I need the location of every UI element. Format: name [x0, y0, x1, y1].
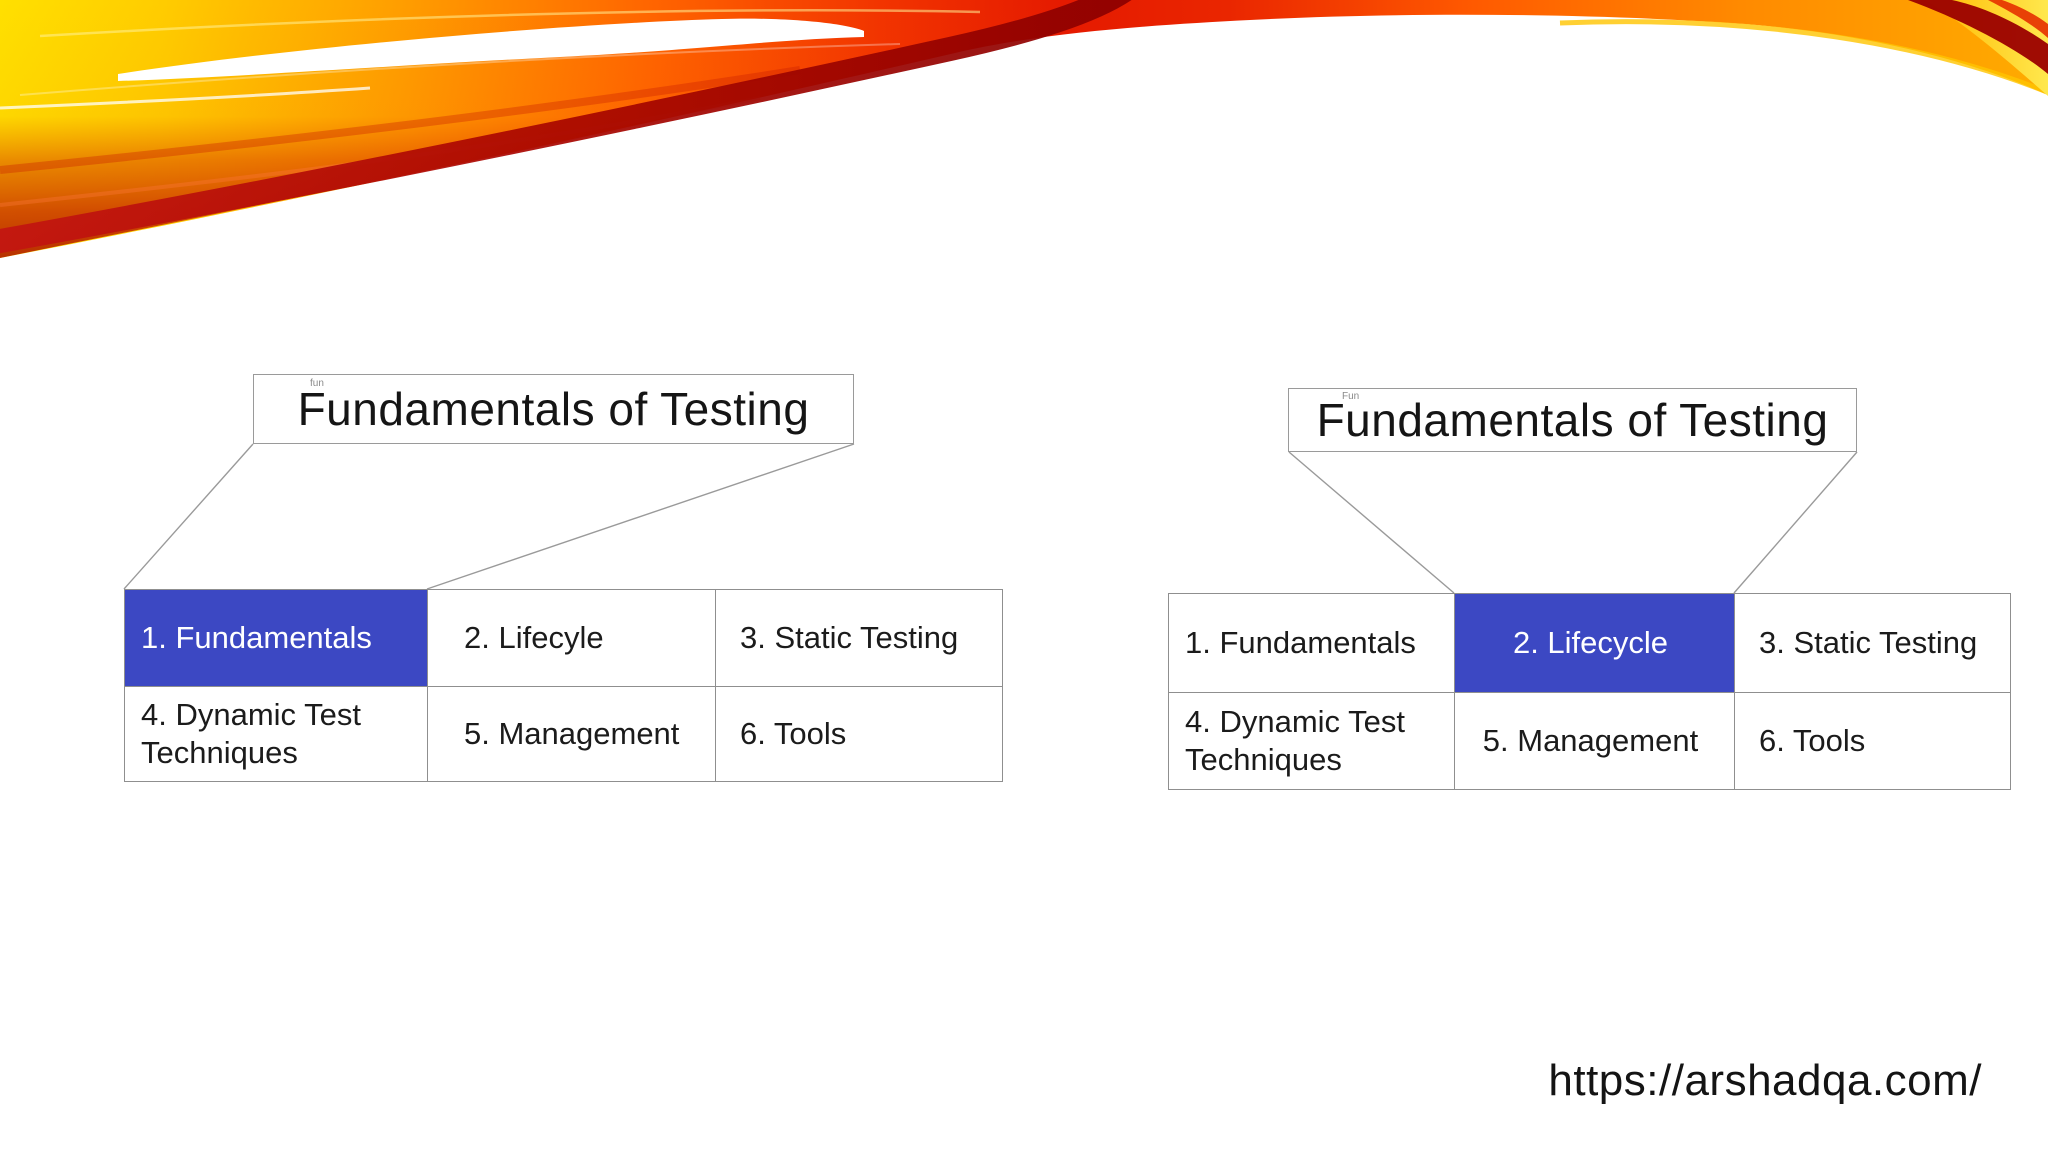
table-cell: 5. Management	[1455, 693, 1735, 790]
table-cell: 3. Static Testing	[1735, 594, 2011, 693]
wave-corner-dark-ribbon	[1908, 0, 2048, 74]
table-cell: 3. Static Testing	[716, 590, 1003, 687]
wave-highlight-streak-2	[19, 43, 901, 96]
wave-white-sliver	[118, 18, 864, 81]
right-title-ghost-text: Fun	[1342, 391, 1360, 402]
table-cell: 6. Tools	[716, 687, 1003, 782]
wave-dark-ribbon	[0, 0, 1132, 254]
wave-decoration	[0, 0, 2048, 258]
wave-dark-streak	[0, 66, 801, 174]
footer-url: https://arshadqa.com/	[1548, 1056, 1982, 1105]
connector-right-1	[1288, 451, 1455, 594]
table-cell: 2. Lifecyle	[428, 590, 716, 687]
right-diagram-title: Fundamentals of Testing	[1316, 394, 1829, 446]
table-cell: 1. Fundamentals	[125, 590, 428, 687]
right-diagram-title-box: Fundamentals of Testing	[1288, 388, 1857, 452]
left-diagram-title: Fundamentals of Testing	[297, 383, 810, 435]
connector-left-1	[123, 443, 254, 590]
connector-right-2	[1733, 451, 1858, 594]
table-cell: 6. Tools	[1735, 693, 2011, 790]
table-cell: 4. Dynamic Test Techniques	[125, 687, 428, 782]
wave-corner-yellow	[1925, 0, 2048, 96]
left-diagram-title-box: Fundamentals of Testing	[253, 374, 854, 444]
wave-highlight-streak-1	[39, 9, 981, 38]
table-cell: 5. Management	[428, 687, 716, 782]
left-module-table: 1. Fundamentals 2. Lifecyle 3. Static Te…	[124, 589, 1003, 782]
table-cell: 2. Lifecycle	[1455, 594, 1735, 693]
connector-left-2	[426, 443, 855, 590]
table-cell: 1. Fundamentals	[1169, 594, 1455, 693]
wave-highlight-streak-3	[0, 86, 371, 110]
wave-corner-red-streak	[1988, 0, 2048, 38]
left-title-ghost-text: fun	[310, 378, 324, 389]
table-cell: 4. Dynamic Test Techniques	[1169, 693, 1455, 790]
right-module-table: 1. Fundamentals 2. Lifecycle 3. Static T…	[1168, 593, 2011, 790]
wave-yellow-fringe	[1559, 19, 2048, 96]
